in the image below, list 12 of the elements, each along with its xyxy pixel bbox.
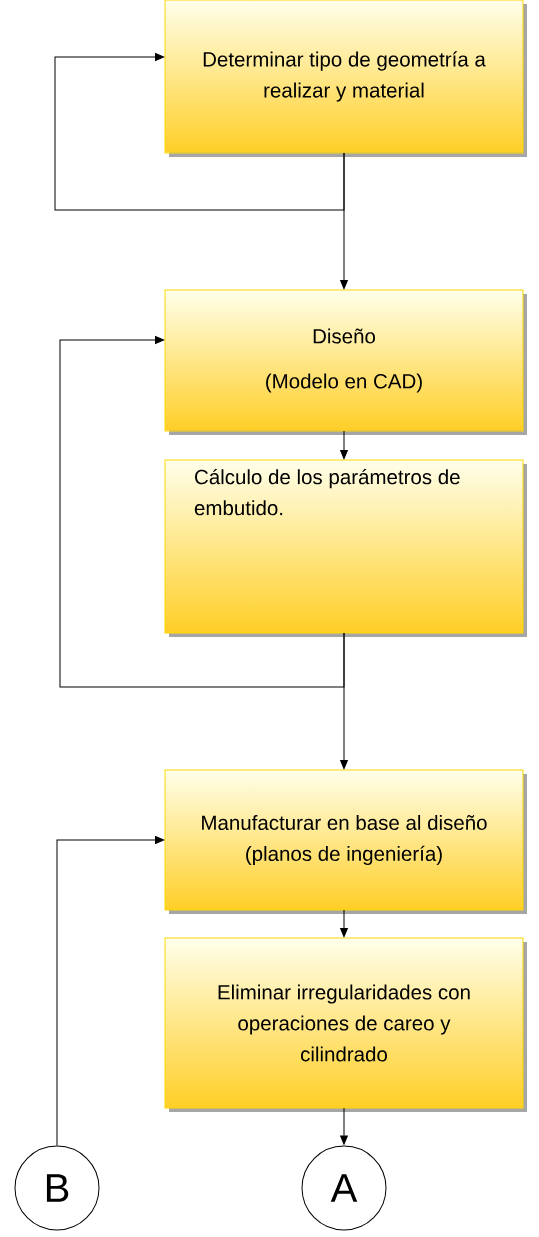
process-box: Diseño (Modelo en CAD) (164, 289, 527, 435)
arrow (340, 632, 348, 770)
arrow (56, 836, 165, 1146)
arrow (340, 909, 348, 938)
arrow (54, 53, 345, 211)
process-box: Cálculo de los parámetros de embutido. (164, 459, 527, 637)
process-box: Eliminar irregularidades con operaciones de careo y cilindrado (164, 937, 527, 1112)
arrow (59, 336, 345, 688)
process-box: Determinar tipo de geometría a realizar y material (164, 0, 527, 157)
arrow (340, 430, 348, 460)
arrow (340, 1107, 348, 1145)
process-box: Manufacturar en base al diseño (planos de ingeniería) (164, 769, 527, 914)
